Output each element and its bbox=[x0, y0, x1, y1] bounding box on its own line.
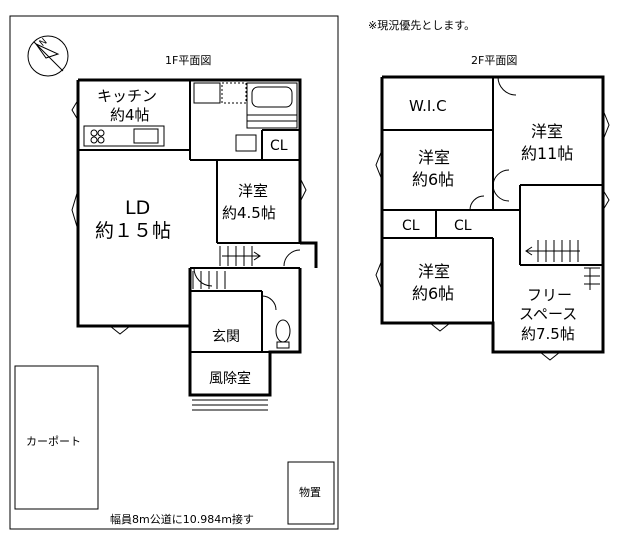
floor1-inner-walls bbox=[78, 80, 300, 353]
floor2-stairs bbox=[525, 240, 600, 290]
floor1-doors bbox=[71, 99, 307, 335]
western-room-name: 洋室 bbox=[238, 182, 268, 200]
floor1-walls bbox=[76, 78, 318, 397]
closet-2: CL bbox=[454, 218, 472, 234]
carport-label: カーポート bbox=[26, 435, 81, 448]
floor2-doors bbox=[375, 76, 610, 361]
floor1-closet: CL bbox=[270, 138, 288, 154]
room-b-name: 洋室 bbox=[418, 148, 450, 167]
kitchen-name: キッチン bbox=[97, 87, 157, 105]
toilet-icon bbox=[275, 319, 291, 349]
floor1-title: 1F平面図 bbox=[165, 54, 211, 67]
entrance-label: 玄関 bbox=[212, 328, 240, 345]
carport-area bbox=[14, 365, 99, 510]
ld-name: LD bbox=[125, 197, 150, 219]
kitchen-counter bbox=[83, 125, 165, 147]
floor2-walls bbox=[380, 75, 605, 354]
entrance-steps bbox=[192, 399, 268, 411]
room-a-name: 洋室 bbox=[531, 122, 563, 141]
room-b-size: 約6帖 bbox=[412, 170, 454, 189]
windbreak-label: 風除室 bbox=[209, 370, 251, 387]
western-room-size: 約4.5帖 bbox=[222, 204, 276, 222]
washroom-fixtures bbox=[193, 82, 298, 152]
free-space-name-1: フリー bbox=[527, 286, 572, 304]
room-c-size: 約6帖 bbox=[412, 284, 454, 303]
storage-label: 物置 bbox=[299, 485, 321, 499]
ld-size: 約１５帖 bbox=[95, 220, 171, 242]
road-note: 幅員8m公道に10.984m接す bbox=[110, 512, 254, 526]
wic-label: W.I.C bbox=[409, 97, 447, 115]
storage-shed bbox=[287, 461, 335, 525]
free-space-size: 約7.5帖 bbox=[521, 325, 575, 343]
free-space-name-2: スペース bbox=[519, 305, 577, 323]
floor2-title: 2F平面図 bbox=[471, 54, 517, 67]
room-a-size: 約11帖 bbox=[521, 144, 573, 163]
kitchen-size: 約4帖 bbox=[110, 106, 150, 124]
closet-1: CL bbox=[402, 218, 420, 234]
compass-icon bbox=[27, 35, 69, 77]
note-text: ※現況優先とします。 bbox=[368, 18, 475, 32]
site-boundary bbox=[9, 15, 339, 530]
room-c-name: 洋室 bbox=[418, 262, 450, 281]
floor2-inner-walls bbox=[382, 77, 603, 323]
compass-north-label: N bbox=[38, 37, 50, 49]
